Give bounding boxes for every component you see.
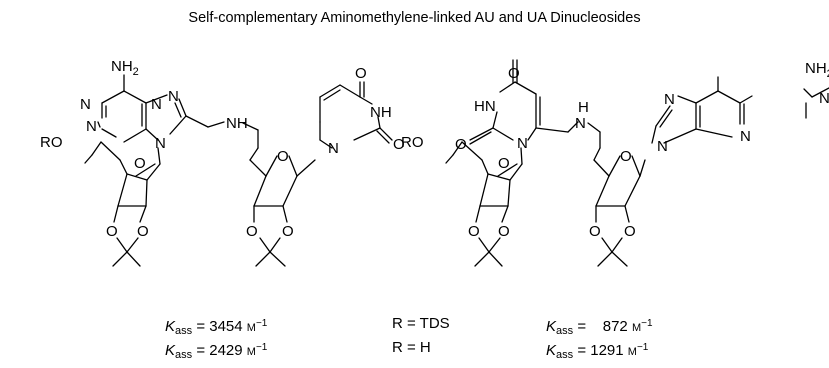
atom-n-n3: N xyxy=(86,118,97,135)
atom-nh-uracil: NH xyxy=(370,104,392,121)
atom-o-acetal-l: O xyxy=(106,223,118,240)
atom-n-n9: N xyxy=(155,135,166,152)
kass-au-row-2: Kass = 2429 M−1 xyxy=(165,342,268,361)
kass-au-value: 3454 xyxy=(209,318,243,335)
kass-ua-row-2: Kass = 1291 M−1 xyxy=(546,342,649,361)
atom-o-uracil4-b: O xyxy=(508,65,520,82)
figure-title: Self-complementary Aminomethylene-linked… xyxy=(188,10,641,26)
ro-label-2: RO xyxy=(401,134,424,151)
kass-au-row-1: Kass = 3454 M−1 xyxy=(165,318,268,337)
atom-o-acetal-r: O xyxy=(137,223,149,240)
atom-labels: RO NH2 N N N N N NH O O O O O O N O NH O… xyxy=(40,58,829,240)
r-label-row-2: R = H xyxy=(392,339,431,356)
atom-o-sugar2-b: O xyxy=(620,148,632,165)
atom-o-sugar-b: O xyxy=(498,155,510,172)
atom-o-uracil4: O xyxy=(355,65,367,82)
atom-o-acetal2-b-l: O xyxy=(589,223,601,240)
ua-dinucleoside xyxy=(445,59,829,267)
kass-ua-row-1: Kass = 872 M−1 xyxy=(546,318,653,337)
atom-h-linker: H xyxy=(578,99,589,116)
atom-n-linker: N xyxy=(575,115,586,132)
atom-o-acetal2-l: O xyxy=(246,223,258,240)
atom-o-uracil2: O xyxy=(393,136,405,153)
atom-o-sugar2: O xyxy=(277,148,289,165)
nh2-label: NH2 xyxy=(111,58,139,78)
atom-o-acetal-b-l: O xyxy=(468,223,480,240)
atom-o-acetal-b-r: O xyxy=(498,223,510,240)
atom-n-n7b: N xyxy=(168,88,179,105)
r-label-row-1: R = TDS xyxy=(392,315,450,332)
atom-n7-b: N xyxy=(664,91,675,108)
atom-n1-b: N xyxy=(819,90,829,107)
atom-o-acetal2-b-r: O xyxy=(624,223,636,240)
atom-n-uracil: N xyxy=(328,140,339,157)
atom-n3-b: N xyxy=(740,128,751,145)
atom-o-sugar: O xyxy=(134,155,146,172)
kass-ua-value: 872 xyxy=(602,318,628,335)
kass-au-value: 2429 xyxy=(209,342,243,359)
au-dinucleoside xyxy=(84,74,393,267)
ro-label: RO xyxy=(40,134,63,151)
atom-nh-linker: NH xyxy=(226,115,248,132)
atom-hn-uracil: HN xyxy=(474,98,496,115)
kass-ua-value: 1291 xyxy=(590,342,624,359)
atom-n-n1: N xyxy=(80,96,91,113)
atom-n9-b: N xyxy=(657,138,668,155)
atom-o-uracil2-b: O xyxy=(455,136,467,153)
atom-o-acetal2-r: O xyxy=(282,223,294,240)
nh2-label-2: NH2 xyxy=(805,60,829,80)
atom-n-n7: N xyxy=(151,96,162,113)
atom-n-uracil-b: N xyxy=(517,135,528,152)
